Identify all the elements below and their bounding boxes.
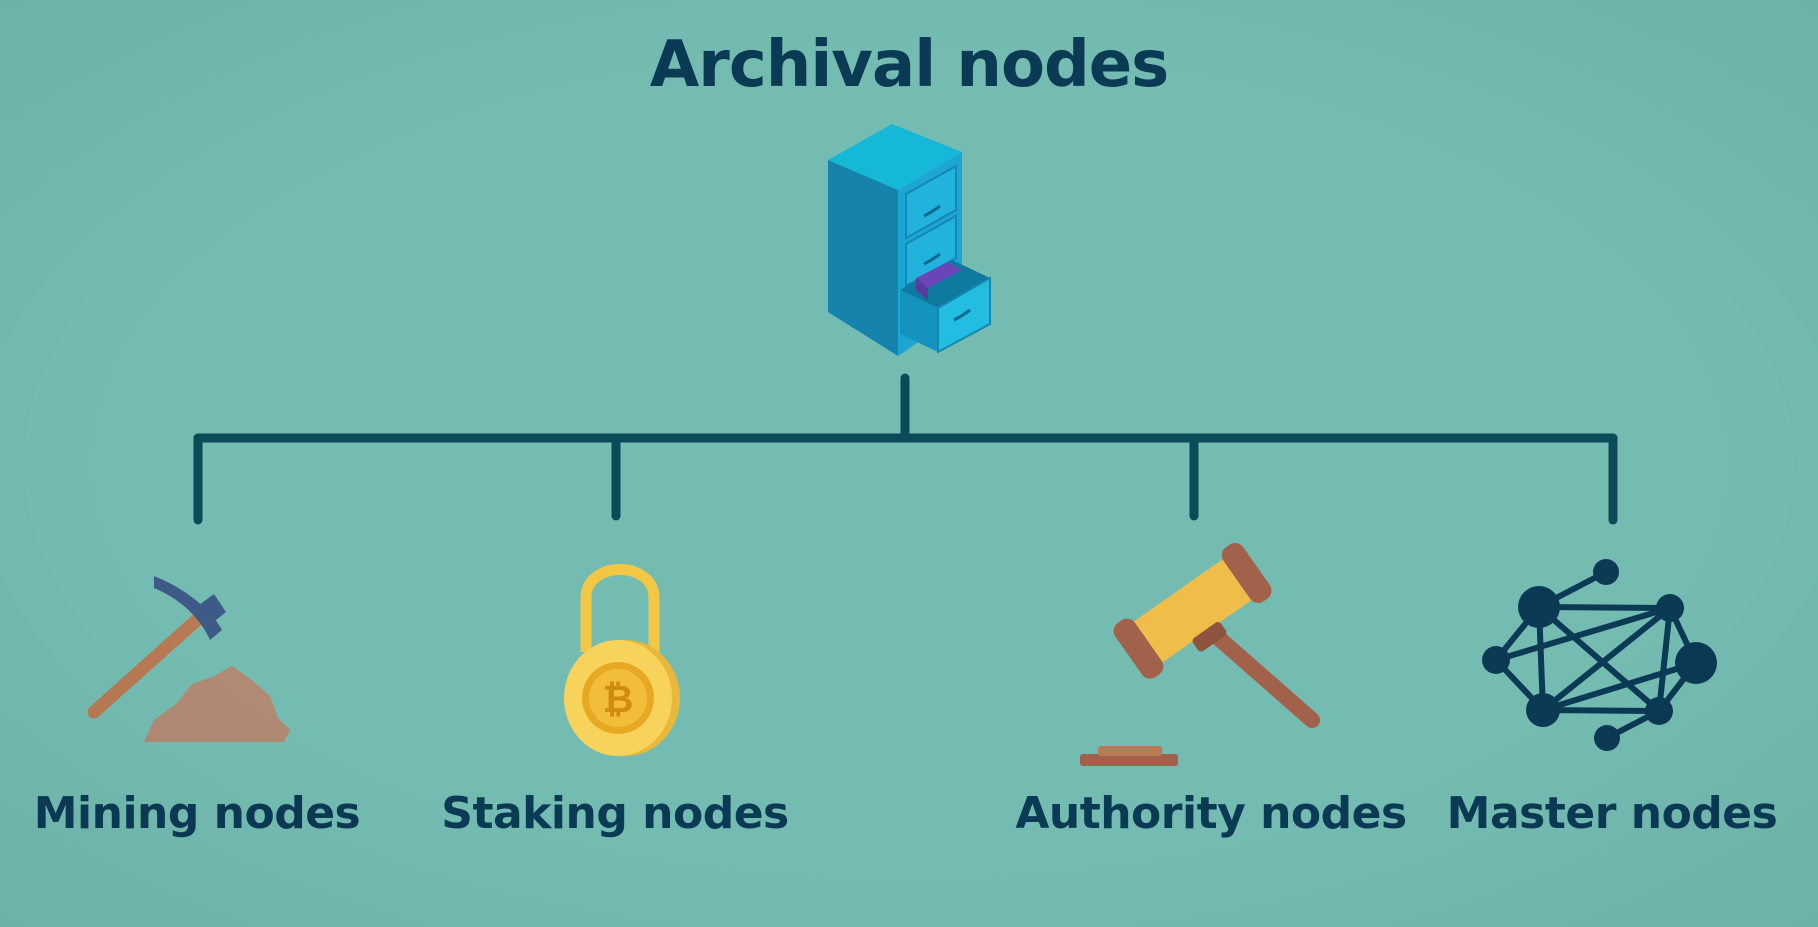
gavel-icon bbox=[1076, 530, 1336, 770]
child-node-label-staking: Staking nodes bbox=[441, 788, 789, 839]
child-node-label-mining: Mining nodes bbox=[33, 788, 361, 839]
child-node-label-authority: Authority nodes bbox=[1015, 788, 1407, 839]
network-icon bbox=[1472, 554, 1732, 760]
svg-text:₿: ₿ bbox=[603, 677, 634, 721]
filing-cabinet-icon bbox=[820, 112, 1000, 362]
root-node-title: Archival nodes bbox=[649, 28, 1170, 102]
child-node-label-master: Master nodes bbox=[1446, 788, 1778, 839]
pickaxe-icon bbox=[84, 572, 304, 748]
bitcoin-padlock-icon: ₿ bbox=[552, 552, 692, 762]
